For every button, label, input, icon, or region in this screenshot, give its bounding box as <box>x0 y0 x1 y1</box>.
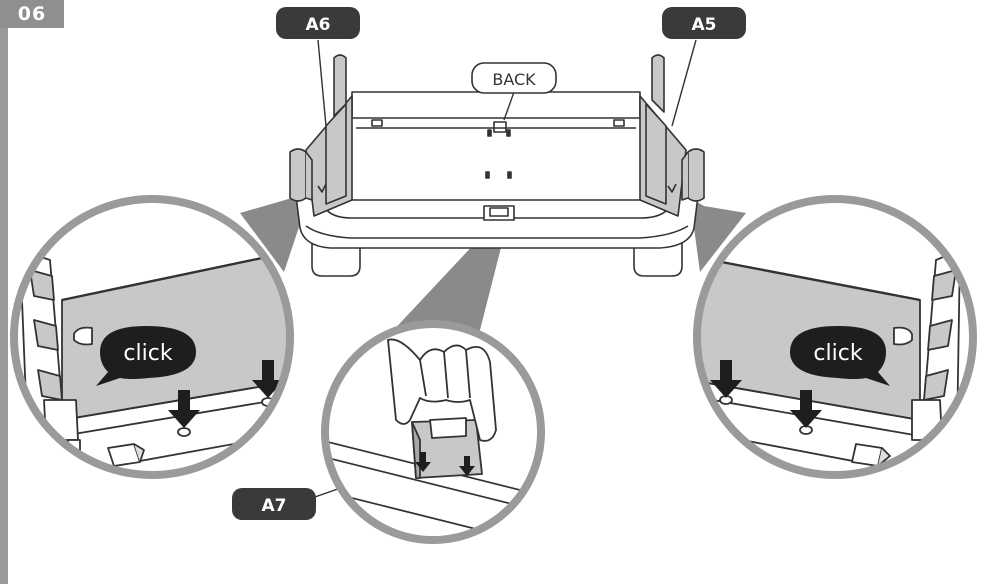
label-a5: A5 <box>662 7 746 39</box>
label-a7: A7 <box>232 488 316 520</box>
label-a6-text: A6 <box>306 15 331 35</box>
label-a6: A6 <box>276 7 360 39</box>
zoom-cone-center <box>388 225 506 336</box>
zoom-circle-center <box>321 320 545 544</box>
left-margin-rule <box>0 28 8 584</box>
zoom-cone-right <box>690 198 746 272</box>
label-back-text: BACK <box>492 70 536 89</box>
step-number-badge: 06 <box>0 0 64 28</box>
label-back: BACK <box>471 62 557 94</box>
zoom-cone-left <box>240 198 306 272</box>
label-a7-text: A7 <box>262 496 287 516</box>
click-label-left: click <box>123 341 172 366</box>
label-a5-text: A5 <box>692 15 717 35</box>
click-bubble-right: click <box>790 326 890 386</box>
click-label-right: click <box>813 341 862 366</box>
click-bubble-left: click <box>96 326 196 386</box>
